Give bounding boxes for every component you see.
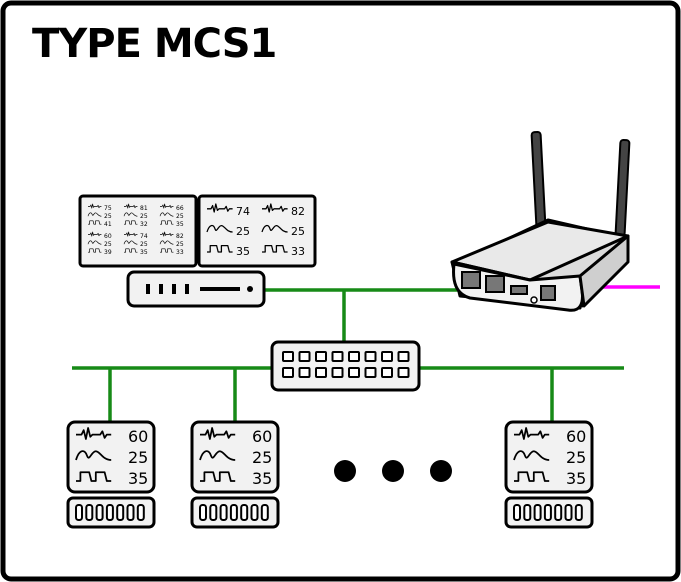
bedside-key (240, 504, 249, 521)
bedside-key (250, 504, 259, 521)
spo2-value: 41 (104, 221, 112, 228)
switch-port (298, 367, 311, 378)
spo2-value: 35 (128, 469, 148, 488)
ellipsis-icon (334, 460, 452, 482)
bedside-key (126, 504, 135, 521)
bedside-key (95, 504, 104, 521)
resp-rate-value: 25 (140, 241, 148, 248)
bedside-key (85, 504, 94, 521)
desktop-computer-icon (126, 270, 266, 308)
resp-rate-value: 25 (236, 225, 250, 238)
spo2-value: 35 (140, 249, 148, 256)
bedside-key (574, 504, 583, 521)
switch-port (364, 351, 377, 362)
heart-rate-value: 75 (104, 205, 112, 212)
bedside-key (564, 504, 573, 521)
switch-port (298, 351, 311, 362)
bedside-key (229, 504, 238, 521)
heart-rate-value: 74 (140, 233, 148, 240)
bedside-key (523, 504, 532, 521)
heart-rate-value: 60 (252, 427, 272, 446)
wireless-router-icon (450, 130, 631, 312)
heart-rate-value: 66 (176, 205, 184, 212)
switch-port (331, 351, 344, 362)
spo2-value: 35 (252, 469, 272, 488)
bedside-monitor: 60 25 35 (190, 420, 280, 529)
bedside-monitor: 60 25 35 (504, 420, 594, 529)
spo2-value: 39 (104, 249, 112, 256)
bedside-key (105, 504, 114, 521)
bedside-key (136, 504, 145, 521)
resp-rate-value: 25 (566, 448, 586, 467)
heart-rate-value: 82 (176, 233, 184, 240)
bedside-key (513, 504, 521, 521)
switch-port (331, 367, 344, 378)
resp-rate-value: 25 (252, 448, 272, 467)
spo2-value: 33 (176, 249, 184, 256)
bedside-key (116, 504, 125, 521)
resp-rate-value: 25 (176, 213, 184, 220)
switch-port (364, 367, 377, 378)
resp-rate-value: 25 (104, 213, 112, 220)
bedside-key (75, 504, 83, 521)
resp-rate-value: 25 (291, 225, 305, 238)
spo2-value: 33 (291, 245, 305, 258)
heart-rate-value: 81 (140, 205, 148, 212)
spo2-value: 32 (140, 221, 148, 228)
heart-rate-value: 82 (291, 205, 305, 218)
bedside-key (554, 504, 563, 521)
spo2-value: 35 (176, 221, 184, 228)
switch-port (315, 351, 327, 362)
bedside-key (543, 504, 552, 521)
resp-rate-value: 25 (176, 241, 184, 248)
heart-rate-value: 60 (566, 427, 586, 446)
switch-port (348, 367, 360, 378)
bedside-key (260, 504, 269, 521)
bedside-monitor: 60 25 35 (66, 420, 156, 529)
bedside-key (199, 504, 207, 521)
resp-rate-value: 25 (140, 213, 148, 220)
bedside-key (219, 504, 228, 521)
detail-monitor: 74 25 35 82 25 33 (197, 194, 317, 268)
bedside-key (209, 504, 218, 521)
switch-port (381, 351, 393, 362)
heart-rate-value: 60 (128, 427, 148, 446)
switch-port (397, 351, 410, 362)
heart-rate-value: 74 (236, 205, 250, 218)
resp-rate-value: 25 (104, 241, 112, 248)
bedside-key (533, 504, 542, 521)
switch-port (381, 367, 393, 378)
switch-port (397, 367, 410, 378)
switch-port (282, 351, 294, 362)
switch-port (315, 367, 327, 378)
spo2-value: 35 (236, 245, 250, 258)
switch-port (282, 367, 294, 378)
network-switch-icon (270, 340, 421, 392)
switch-port (348, 351, 360, 362)
resp-rate-value: 25 (128, 448, 148, 467)
spo2-value: 35 (566, 469, 586, 488)
heart-rate-value: 60 (104, 233, 112, 240)
diagram-title: TYPE MCS1 (32, 21, 277, 67)
